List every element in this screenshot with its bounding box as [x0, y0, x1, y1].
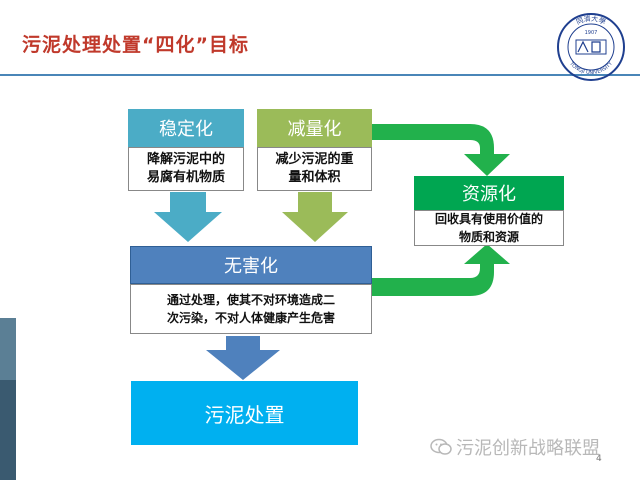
wechat-icon: [430, 438, 452, 455]
watermark: 污泥创新战略联盟: [430, 434, 600, 460]
node-stabilization-label: 稳定化: [128, 109, 244, 147]
node-reduction-desc: 减少污泥的重 量和体积: [257, 147, 372, 191]
node-resource-label: 资源化: [414, 176, 564, 210]
arrow-stabilization-to-harmless: [154, 192, 222, 242]
side-accent-dark: [0, 380, 16, 480]
svg-text:1907: 1907: [585, 30, 598, 36]
slide-title: 污泥处理处置“四化”目标: [22, 34, 249, 56]
node-reduction-label: 减量化: [257, 109, 372, 147]
page-number: 4: [596, 454, 602, 464]
arrow-harmless-to-disposal: [206, 336, 280, 380]
university-logo: 同濟大學 TONGJI UNIVERSITY 1907: [557, 13, 625, 81]
arrow-harmless-to-resource: [372, 244, 510, 296]
side-accent-light: [0, 318, 16, 380]
arrow-reduction-to-resource: [372, 124, 510, 176]
arrow-reduction-to-harmless: [282, 192, 348, 242]
node-disposal: 污泥处置: [131, 381, 358, 445]
node-stabilization-desc: 降解污泥中的 易腐有机物质: [128, 147, 244, 191]
watermark-text: 污泥创新战略联盟: [456, 438, 600, 459]
node-harmless-label: 无害化: [130, 246, 372, 284]
node-resource-desc: 回收具有使用价值的 物质和资源: [414, 210, 564, 246]
node-harmless-desc: 通过处理，使其不对环境造成二 次污染，不对人体健康产生危害: [130, 284, 372, 334]
title-divider: [0, 74, 640, 76]
